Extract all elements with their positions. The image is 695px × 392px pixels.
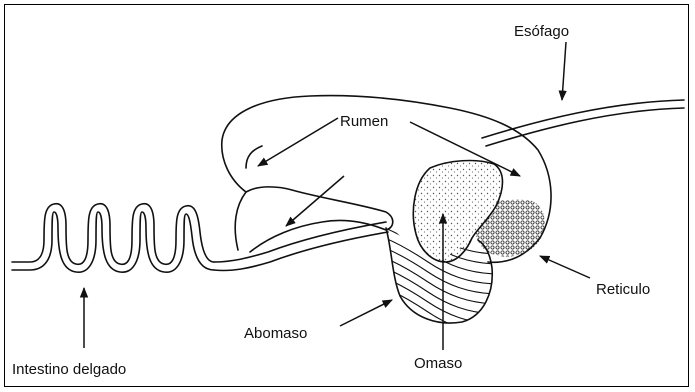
label-intestino-delgado: Intestino delgado xyxy=(12,361,126,378)
label-rumen: Rumen xyxy=(340,113,388,130)
reticulum-arrow xyxy=(540,256,590,278)
label-abomaso: Abomaso xyxy=(244,325,307,342)
esophagus-tube-lower xyxy=(486,108,684,146)
abomasum-arrow xyxy=(340,300,392,326)
intestine-connector-upper xyxy=(214,222,386,262)
rumen-arrow-down xyxy=(286,176,344,226)
label-omaso: Omaso xyxy=(414,355,462,372)
small-intestine-coil-inner xyxy=(12,212,214,272)
esophagus-arrow xyxy=(562,42,566,100)
label-esofago: Esófago xyxy=(514,23,569,40)
esophagus-tube-upper xyxy=(482,100,684,138)
intestine-connector-lower xyxy=(214,232,388,271)
rumen-arrow-left xyxy=(258,118,338,166)
label-reticulo: Reticulo xyxy=(596,281,650,298)
